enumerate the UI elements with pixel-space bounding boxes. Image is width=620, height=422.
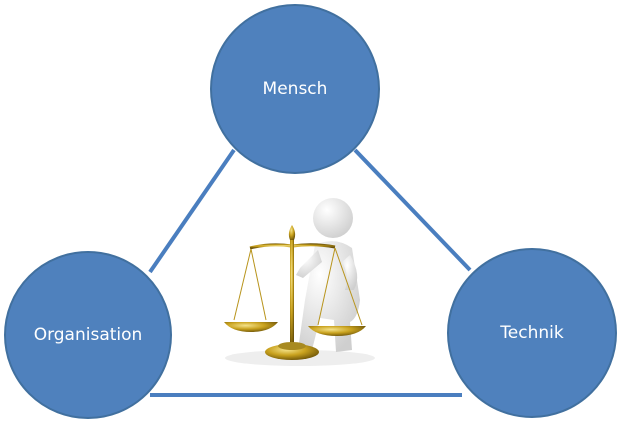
person-with-scales-illustration <box>224 198 375 366</box>
node-organisation[interactable]: Organisation <box>5 252 171 418</box>
node-technik-label: Technik <box>500 323 564 343</box>
connectors <box>148 148 472 397</box>
node-mensch[interactable]: Mensch <box>211 5 379 173</box>
node-organisation-circle <box>4 251 172 419</box>
scales-icon <box>224 225 366 360</box>
node-mensch-label: Mensch <box>262 79 328 99</box>
connector-mensch-organisation <box>148 148 236 274</box>
node-mensch-circle <box>210 4 380 174</box>
node-technik[interactable]: Technik <box>448 249 616 417</box>
connector-mensch-technik <box>353 148 472 272</box>
node-organisation-label: Organisation <box>33 325 143 345</box>
node-technik-circle <box>447 248 617 418</box>
white-figure <box>296 198 360 352</box>
